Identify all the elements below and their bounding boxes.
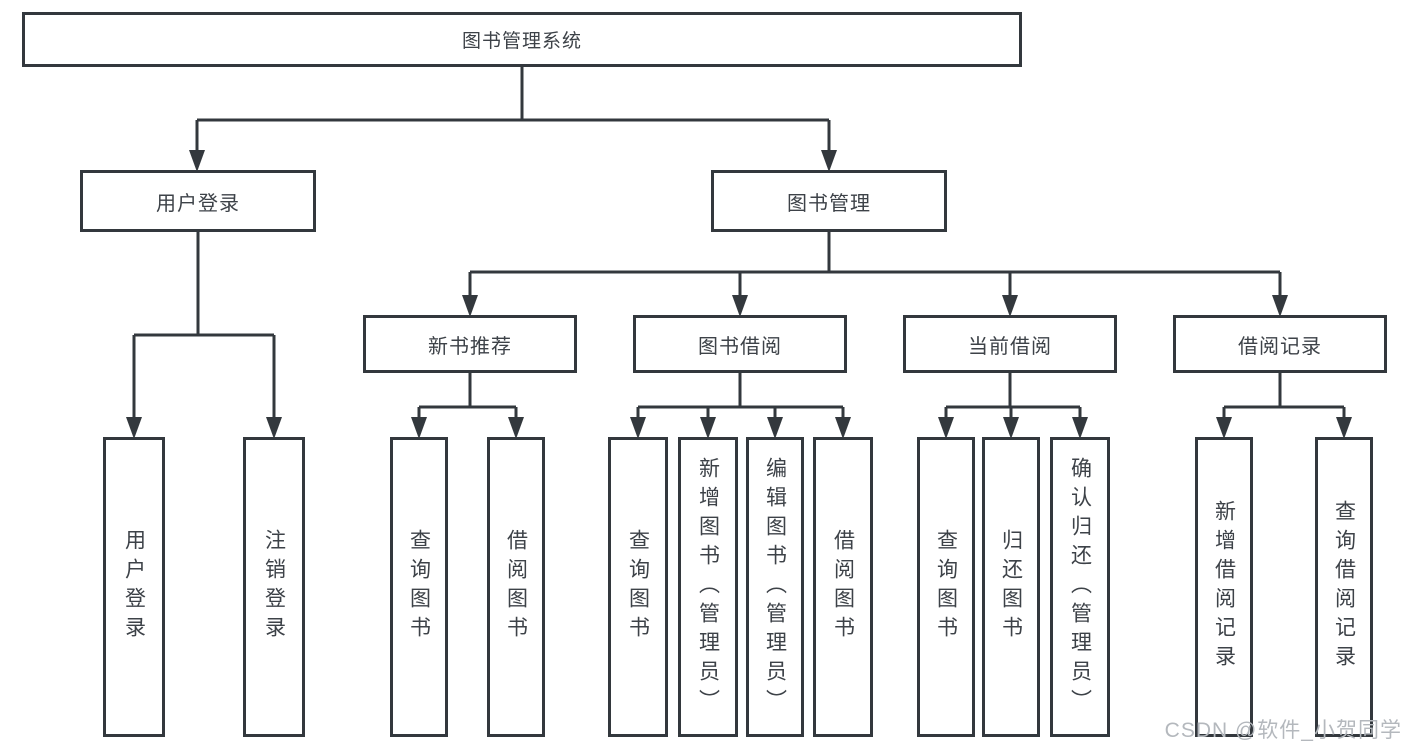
connector-book-borrow-to-leaves — [636, 373, 845, 419]
node-query-books-1-label: 查询图书 — [407, 529, 431, 645]
connector-current-borrow-to-leaves — [944, 373, 1082, 419]
node-edit-books-admin: 编辑图书（管理员） — [746, 437, 804, 737]
node-return-books: 归还图书 — [982, 437, 1040, 737]
node-user-login-label: 用户登录 — [156, 192, 240, 215]
node-new-book-recommend: 新书推荐 — [363, 315, 577, 373]
node-current-borrow-label: 当前借阅 — [968, 335, 1052, 358]
node-borrow-books-2-label: 借阅图书 — [831, 529, 855, 645]
node-new-book-recommend-label: 新书推荐 — [428, 335, 512, 358]
node-library-system: 图书管理系统 — [22, 12, 1022, 67]
node-edit-books-admin-label: 编辑图书（管理员） — [763, 456, 787, 718]
node-confirm-return-admin: 确认归还（管理员） — [1050, 437, 1110, 737]
node-user-login-action-label: 用户登录 — [122, 529, 146, 645]
node-query-books-3: 查询图书 — [917, 437, 975, 737]
node-query-books-1: 查询图书 — [390, 437, 448, 737]
node-query-books-2-label: 查询图书 — [626, 529, 650, 645]
connector-root-to-level2 — [195, 67, 831, 152]
node-borrow-books-1-label: 借阅图书 — [504, 529, 528, 645]
node-book-management: 图书管理 — [711, 170, 947, 232]
node-user-login-action: 用户登录 — [103, 437, 165, 737]
node-add-borrow-record: 新增借阅记录 — [1195, 437, 1253, 737]
connector-book-management-to-level3 — [468, 232, 1282, 297]
node-query-books-3-label: 查询图书 — [934, 529, 958, 645]
connector-user-login-to-leaves — [132, 232, 276, 419]
node-query-books-2: 查询图书 — [608, 437, 668, 737]
node-query-borrow-record-label: 查询借阅记录 — [1332, 500, 1356, 674]
node-confirm-return-admin-label: 确认归还（管理员） — [1068, 456, 1092, 718]
node-current-borrow: 当前借阅 — [903, 315, 1117, 373]
node-borrow-records-label: 借阅记录 — [1238, 335, 1322, 358]
node-user-login: 用户登录 — [80, 170, 316, 232]
node-add-books-admin: 新增图书（管理员） — [678, 437, 738, 737]
connector-borrow-records-to-leaves — [1222, 373, 1346, 419]
node-borrow-books-1: 借阅图书 — [487, 437, 545, 737]
node-add-borrow-record-label: 新增借阅记录 — [1212, 500, 1236, 674]
node-add-books-admin-label: 新增图书（管理员） — [696, 456, 720, 718]
node-query-borrow-record: 查询借阅记录 — [1315, 437, 1373, 737]
node-book-borrow-label: 图书借阅 — [698, 335, 782, 358]
node-book-management-label: 图书管理 — [787, 192, 871, 215]
node-return-books-label: 归还图书 — [999, 529, 1023, 645]
node-book-borrow: 图书借阅 — [633, 315, 847, 373]
node-logout-action-label: 注销登录 — [262, 529, 286, 645]
node-library-system-label: 图书管理系统 — [461, 31, 582, 52]
node-logout-action: 注销登录 — [243, 437, 305, 737]
node-borrow-books-2: 借阅图书 — [813, 437, 873, 737]
node-borrow-records: 借阅记录 — [1173, 315, 1387, 373]
connector-new-book-to-leaves — [417, 373, 518, 419]
